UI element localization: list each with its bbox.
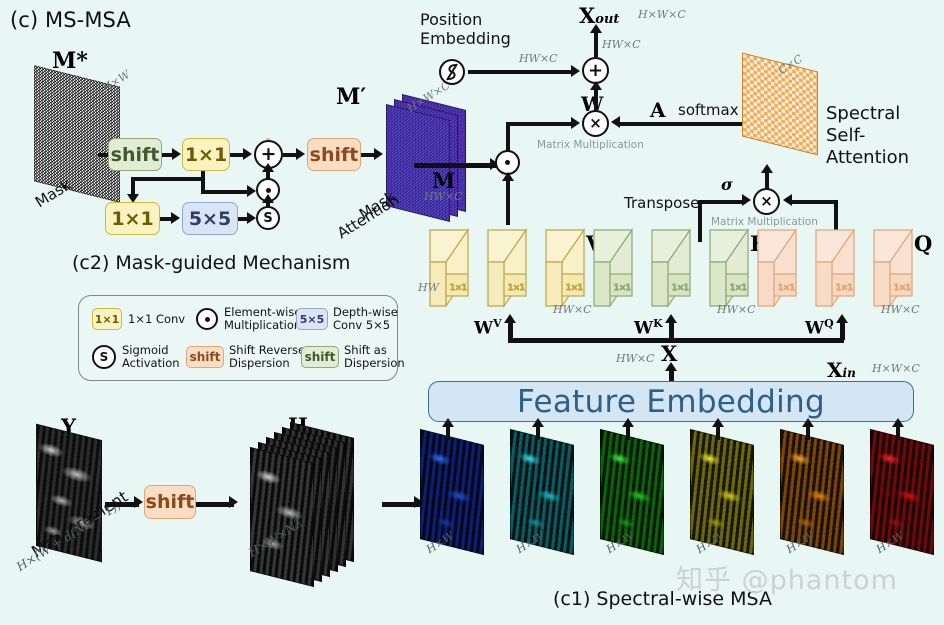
x-out-symbol: Xout bbox=[579, 3, 620, 28]
svg-text:1×1: 1×1 bbox=[778, 283, 795, 292]
legend-chip-conv1x1: 1×1 bbox=[92, 308, 122, 330]
v-dim: HW×C bbox=[553, 303, 592, 316]
x-out-dim: H×W×C bbox=[638, 8, 686, 21]
feature-embedding-bar[interactable]: Feature Embedding bbox=[428, 381, 914, 422]
svg-text:1×1: 1×1 bbox=[730, 283, 747, 292]
transpose-label: Transpose bbox=[624, 194, 700, 212]
svg-text:1×1: 1×1 bbox=[566, 283, 583, 292]
svg-text:1×1: 1×1 bbox=[894, 283, 911, 292]
mask-shift-reverse-block[interactable]: shift bbox=[307, 138, 361, 171]
mask-sigmoid-operator: S bbox=[256, 206, 280, 230]
mask-dwconv5x5-block[interactable]: 5×5 bbox=[182, 202, 238, 235]
mask-input-symbol: M* bbox=[52, 48, 88, 74]
wq-label: WQ bbox=[805, 317, 834, 339]
svg-text:1×1: 1×1 bbox=[508, 283, 525, 292]
matmul-caption-bottom: Matrix Multiplication bbox=[711, 216, 818, 228]
legend-chip-elementwise bbox=[196, 308, 218, 330]
q-dim: HW×C bbox=[881, 303, 920, 316]
svg-text:1×1: 1×1 bbox=[672, 283, 689, 292]
mask-add-operator: + bbox=[254, 140, 283, 169]
x-in-symbol: Xin bbox=[827, 358, 856, 382]
m-symbol: M bbox=[432, 168, 456, 193]
matmul-caption-top: Matrix Multiplication bbox=[537, 139, 644, 151]
caption-c1: (c1) Spectral-wise MSA bbox=[553, 588, 772, 610]
attention-matmul-operator: × bbox=[582, 110, 609, 137]
x-out-edge-dim: HW×C bbox=[602, 38, 641, 51]
q-projection-stack: 1×1 1×1 1×1 bbox=[752, 228, 942, 312]
watermark: 知乎 @phantom bbox=[676, 565, 898, 596]
x-symbol: X bbox=[661, 341, 678, 366]
figure-title: (c) MS-MSA bbox=[10, 8, 131, 32]
k-projection-stack: 1×1 1×1 1×1 bbox=[588, 228, 778, 312]
mask-conv1x1-bottom-block[interactable]: 1×1 bbox=[105, 202, 160, 235]
v-projection-stack: 1×1 1×1 1×1 bbox=[424, 228, 614, 312]
mask-attention-symbol: M′ bbox=[336, 84, 367, 110]
a-symbol: A bbox=[650, 98, 666, 122]
caption-c2: (c2) Mask-guided Mechanism bbox=[72, 252, 351, 274]
wv-label: WV bbox=[474, 317, 502, 339]
position-embedding-label: Position Embedding bbox=[420, 10, 511, 48]
spectral-attention-title: Spectral Self-Attention bbox=[826, 103, 910, 168]
legend-chip-dwconv: 5×5 bbox=[296, 308, 328, 330]
x-in-dim: H×W×C bbox=[872, 362, 920, 375]
legend-text-conv1x1: 1×1 Conv bbox=[128, 312, 186, 326]
mask-conv1x1-top-block[interactable]: 1×1 bbox=[182, 138, 230, 171]
sigma-label: σ bbox=[721, 175, 733, 194]
k-dim: HW×C bbox=[717, 303, 756, 316]
bottom-shift-block[interactable]: shift bbox=[144, 485, 196, 519]
m-dim: HW×C bbox=[424, 190, 463, 203]
svg-text:1×1: 1×1 bbox=[614, 283, 631, 292]
v-depth-label: HW bbox=[418, 281, 439, 294]
svg-text:1×1: 1×1 bbox=[836, 283, 853, 292]
x-dim: HW×C bbox=[616, 352, 655, 365]
qk-matmul-operator: × bbox=[753, 188, 780, 215]
lightning-circle-icon bbox=[438, 58, 466, 86]
legend-chip-shift-dispersion: shift bbox=[301, 346, 339, 368]
spectral-attention-map bbox=[742, 52, 824, 166]
legend-chip-sigmoid: S bbox=[92, 345, 116, 369]
q-symbol: Q bbox=[914, 231, 933, 256]
attention-add-operator: + bbox=[582, 57, 609, 84]
svg-text:1×1: 1×1 bbox=[450, 283, 467, 292]
wk-label: WK bbox=[634, 317, 663, 339]
legend-panel bbox=[78, 295, 398, 381]
softmax-label: softmax bbox=[678, 101, 739, 119]
mask-shift-block[interactable]: shift bbox=[108, 138, 162, 171]
position-embedding-dim: HW×C bbox=[519, 52, 558, 65]
legend-chip-shift-reverse: shift bbox=[186, 346, 224, 368]
